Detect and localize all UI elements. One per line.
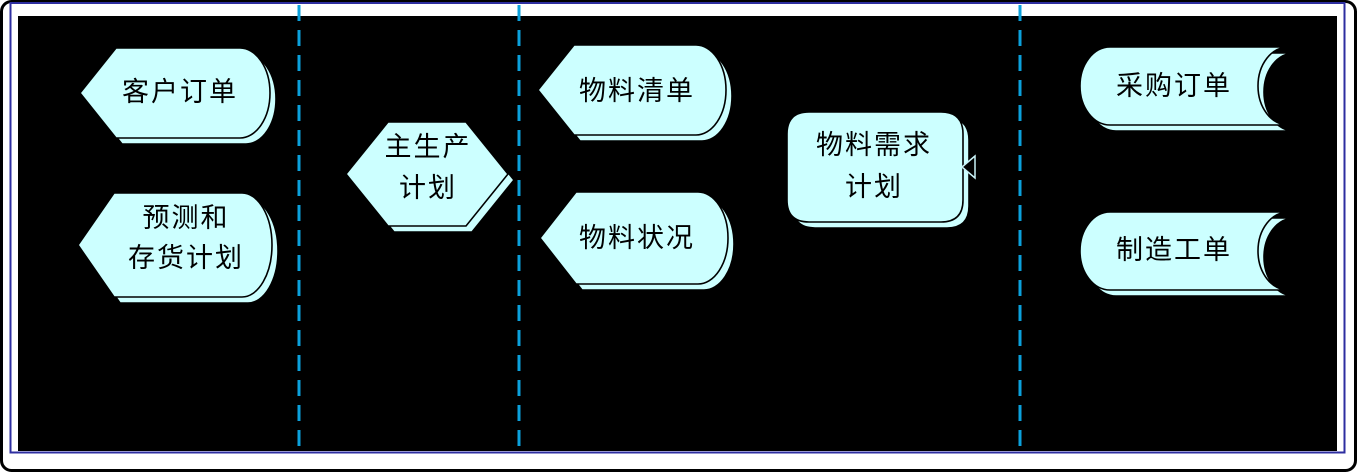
navy-frame-border [9,2,1346,454]
node-mrp-label-line2: 计划 [845,172,903,202]
node-bill-of-materials: 物料清单 [537,44,733,142]
node-work-order-label: 制造工单 [1116,235,1232,265]
node-mrp-shape [786,111,964,223]
node-purchase-order-label: 采购订单 [1116,71,1232,101]
node-mrp-label-line1: 物料需求 [816,130,932,160]
node-mps-label-line2: 计划 [399,173,457,203]
node-material-status-label: 物料状况 [579,223,695,253]
node-master-production-schedule: 主生产 计划 [345,121,515,233]
node-purchase-order: 采购订单 [1079,46,1295,132]
node-material-status: 物料状况 [539,191,735,291]
node-manufacturing-work-order: 制造工单 [1079,211,1295,297]
node-forecast-and-inventory-plan: 预测和 存货计划 [77,192,279,304]
node-forecast-label-line2: 存货计划 [128,243,244,273]
node-mps-label-line1: 主生产 [385,132,472,162]
connector-arrowhead-icon [960,154,976,180]
node-material-requirements-plan: 物料需求 计划 [786,111,970,229]
node-bom-label: 物料清单 [579,76,695,106]
node-customer-order-label: 客户订单 [122,77,238,107]
node-forecast-label-line1: 预测和 [143,203,230,233]
node-customer-order: 客户订单 [79,47,277,145]
